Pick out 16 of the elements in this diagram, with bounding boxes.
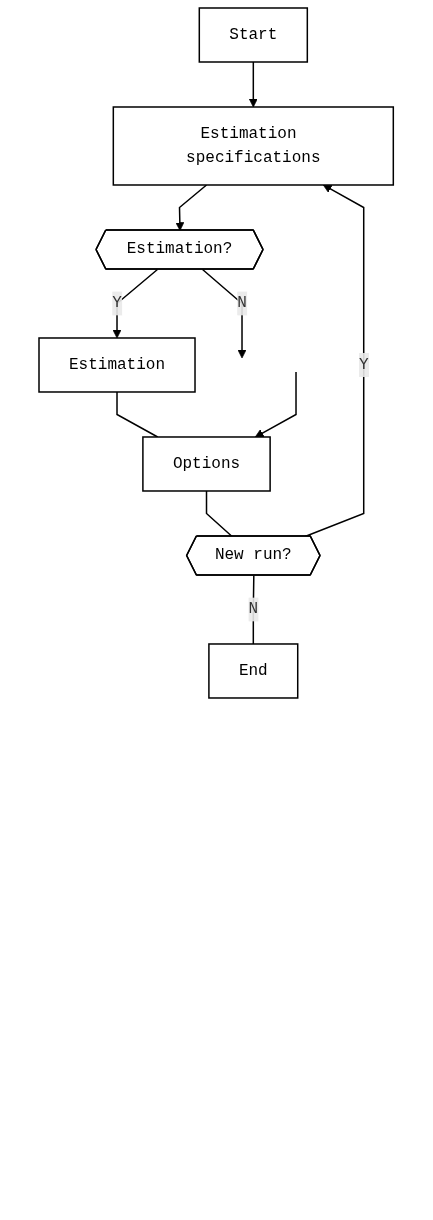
node-box: End (208, 643, 299, 699)
edge-label: Y (112, 294, 123, 313)
node-box: Estimation (38, 337, 197, 393)
edge-label: N (237, 294, 248, 313)
arrow (112, 268, 159, 339)
arrow (175, 184, 208, 231)
node-box: Estimation specifications (112, 106, 395, 186)
edge-label: Y (359, 355, 369, 374)
node-box: Start (198, 7, 309, 63)
arrow (202, 268, 247, 359)
edge-label: N (248, 600, 259, 619)
arrow (255, 371, 298, 438)
arrow (249, 61, 259, 108)
node-box: Options (142, 436, 272, 492)
connector (252, 574, 255, 645)
connector (116, 391, 159, 438)
